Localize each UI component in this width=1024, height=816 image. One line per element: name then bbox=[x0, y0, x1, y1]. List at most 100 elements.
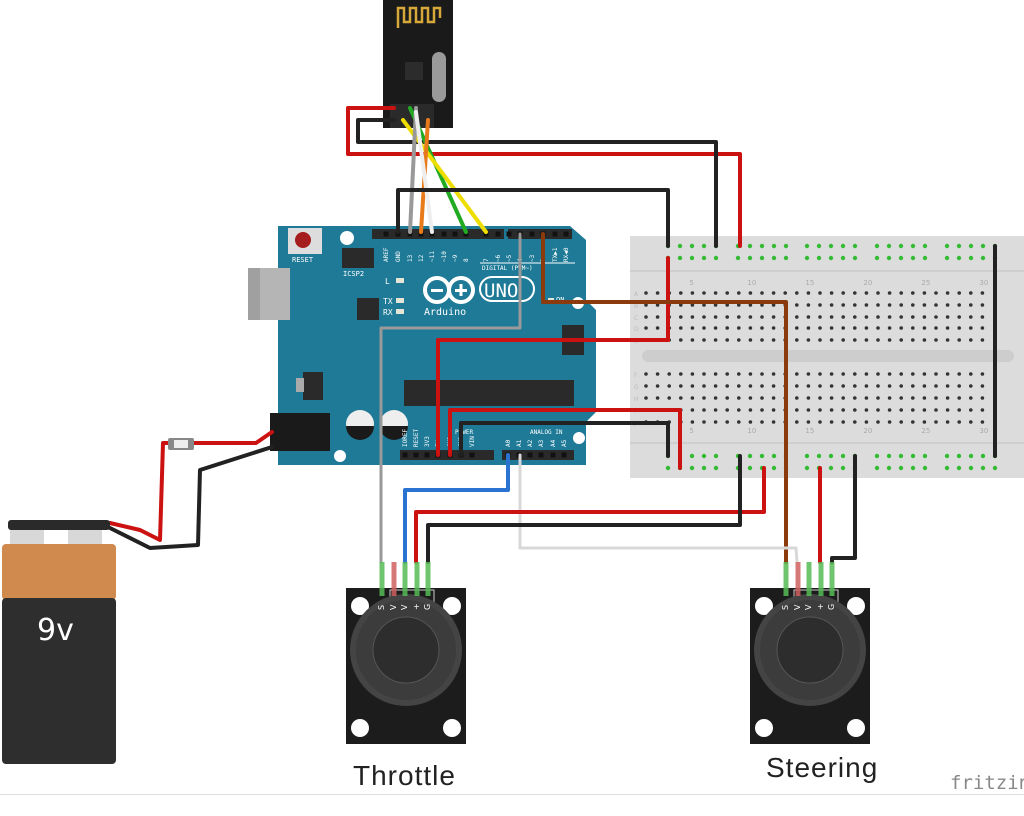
joystick-pin[interactable] bbox=[783, 562, 789, 596]
joystick-pin[interactable] bbox=[818, 562, 824, 596]
joystick-pin[interactable] bbox=[402, 562, 408, 596]
breadboard-hole[interactable] bbox=[806, 326, 811, 330]
breadboard-hole[interactable] bbox=[980, 315, 985, 319]
breadboard-hole[interactable] bbox=[806, 291, 811, 295]
rail-hole[interactable] bbox=[747, 255, 753, 261]
breadboard-hole[interactable] bbox=[748, 396, 753, 400]
joystick-pin[interactable] bbox=[795, 562, 801, 596]
breadboard-hole[interactable] bbox=[690, 291, 695, 295]
breadboard-hole[interactable] bbox=[887, 291, 892, 295]
breadboard-hole[interactable] bbox=[945, 420, 950, 424]
breadboard-hole[interactable] bbox=[876, 420, 880, 424]
rail-hole[interactable] bbox=[759, 255, 765, 261]
breadboard-hole[interactable] bbox=[795, 384, 799, 388]
breadboard-hole[interactable] bbox=[876, 303, 880, 307]
wire-battery-positive[interactable] bbox=[108, 441, 170, 542]
breadboard-hole[interactable] bbox=[818, 315, 822, 319]
breadboard-hole[interactable] bbox=[980, 372, 985, 376]
rail-hole[interactable] bbox=[701, 243, 707, 249]
rail-hole[interactable] bbox=[910, 243, 916, 249]
breadboard-hole[interactable] bbox=[818, 396, 822, 400]
breadboard-hole[interactable] bbox=[771, 315, 776, 319]
rail-hole[interactable] bbox=[804, 453, 810, 459]
breadboard-hole[interactable] bbox=[748, 326, 753, 330]
breadboard-hole[interactable] bbox=[876, 384, 880, 388]
breadboard-hole[interactable] bbox=[818, 291, 822, 295]
rail-hole[interactable] bbox=[874, 255, 880, 261]
rail-hole[interactable] bbox=[840, 243, 846, 249]
breadboard-hole[interactable] bbox=[760, 372, 764, 376]
breadboard-hole[interactable] bbox=[737, 291, 741, 295]
rail-hole[interactable] bbox=[944, 255, 950, 261]
breadboard-hole[interactable] bbox=[690, 326, 695, 330]
breadboard-hole[interactable] bbox=[864, 372, 869, 376]
breadboard-hole[interactable] bbox=[667, 384, 671, 388]
breadboard-hole[interactable] bbox=[957, 372, 961, 376]
breadboard-hole[interactable] bbox=[829, 338, 834, 342]
breadboard-hole[interactable] bbox=[876, 408, 880, 412]
rail-hole[interactable] bbox=[922, 243, 928, 249]
breadboard-hole[interactable] bbox=[760, 384, 764, 388]
wire-steering-vrx[interactable] bbox=[518, 453, 799, 564]
rail-hole[interactable] bbox=[828, 255, 834, 261]
rail-hole[interactable] bbox=[922, 453, 928, 459]
breadboard-hole[interactable] bbox=[934, 372, 938, 376]
breadboard-hole[interactable] bbox=[771, 396, 776, 400]
breadboard-hole[interactable] bbox=[969, 408, 973, 412]
breadboard-hole[interactable] bbox=[864, 291, 869, 295]
breadboard-hole[interactable] bbox=[795, 420, 799, 424]
breadboard-hole[interactable] bbox=[713, 384, 718, 388]
analog-pin-socket[interactable] bbox=[527, 452, 533, 458]
breadboard-hole[interactable] bbox=[922, 291, 927, 295]
breadboard-hole[interactable] bbox=[795, 315, 799, 319]
breadboard-hole[interactable] bbox=[748, 408, 753, 412]
rail-hole[interactable] bbox=[910, 453, 916, 459]
rail-hole[interactable] bbox=[783, 243, 789, 249]
joystick-pin[interactable] bbox=[425, 562, 431, 596]
rail-hole[interactable] bbox=[713, 465, 719, 471]
breadboard-hole[interactable] bbox=[922, 303, 927, 307]
breadboard-hole[interactable] bbox=[806, 303, 811, 307]
rail-hole[interactable] bbox=[980, 465, 986, 471]
breadboard-hole[interactable] bbox=[876, 396, 880, 400]
breadboard-hole[interactable] bbox=[876, 315, 880, 319]
wire-gnd-bottom-rail[interactable] bbox=[459, 421, 670, 458]
breadboard-hole[interactable] bbox=[760, 338, 764, 342]
breadboard-hole[interactable] bbox=[725, 291, 729, 295]
breadboard-hole[interactable] bbox=[841, 338, 845, 342]
rail-hole[interactable] bbox=[771, 243, 777, 249]
rail-hole[interactable] bbox=[816, 453, 822, 459]
power-pin-socket[interactable] bbox=[424, 452, 430, 458]
breadboard-hole[interactable] bbox=[806, 384, 811, 388]
wire-nrf-sck[interactable] bbox=[408, 106, 418, 234]
rail-hole[interactable] bbox=[992, 465, 998, 471]
breadboard-hole[interactable] bbox=[679, 326, 683, 330]
breadboard-hole[interactable] bbox=[864, 315, 869, 319]
breadboard-hole[interactable] bbox=[806, 338, 811, 342]
breadboard-hole[interactable] bbox=[911, 396, 915, 400]
breadboard-hole[interactable] bbox=[899, 372, 903, 376]
rail-hole[interactable] bbox=[956, 243, 962, 249]
breadboard-hole[interactable] bbox=[887, 315, 892, 319]
breadboard-hole[interactable] bbox=[957, 396, 961, 400]
rail-hole[interactable] bbox=[886, 243, 892, 249]
breadboard-hole[interactable] bbox=[945, 384, 950, 388]
analog-pin-socket[interactable] bbox=[561, 452, 567, 458]
breadboard-hole[interactable] bbox=[899, 420, 903, 424]
rail-hole[interactable] bbox=[980, 453, 986, 459]
rail-hole[interactable] bbox=[677, 243, 683, 249]
breadboard-hole[interactable] bbox=[679, 396, 683, 400]
breadboard-hole[interactable] bbox=[841, 326, 845, 330]
rail-hole[interactable] bbox=[852, 243, 858, 249]
breadboard-hole[interactable] bbox=[887, 396, 892, 400]
wire-throttle-vry[interactable] bbox=[403, 453, 510, 564]
breadboard-hole[interactable] bbox=[911, 384, 915, 388]
digital-pin-socket[interactable] bbox=[495, 231, 501, 237]
breadboard-hole[interactable] bbox=[876, 326, 880, 330]
breadboard-hole[interactable] bbox=[725, 326, 729, 330]
digital-pin-socket[interactable] bbox=[429, 231, 435, 237]
digital-pin-socket[interactable] bbox=[452, 231, 458, 237]
rail-hole[interactable] bbox=[944, 453, 950, 459]
